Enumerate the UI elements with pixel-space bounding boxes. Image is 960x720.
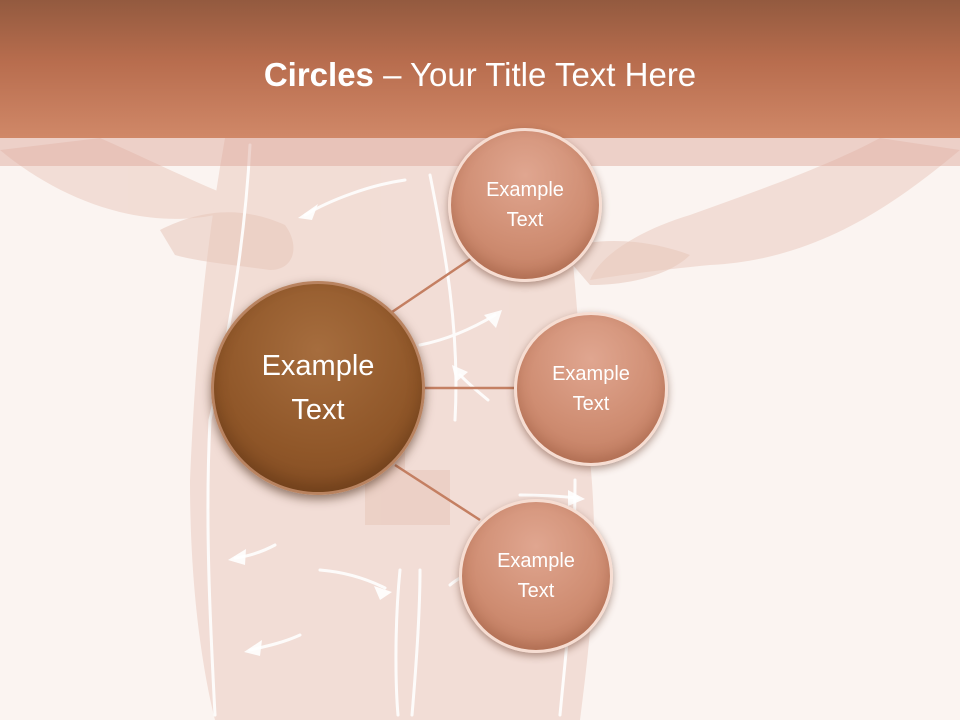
satellite-circle-middle: Example Text	[514, 312, 668, 466]
center-circle: Example Text	[211, 281, 425, 495]
satellite-line-1: Example	[486, 179, 564, 201]
center-circle-line-1: Example	[261, 350, 375, 382]
satellite-line-1: Example	[497, 550, 575, 572]
satellite-circle-text: Example Text	[486, 175, 564, 235]
title-rest: – Your Title Text Here	[373, 56, 697, 93]
center-circle-line-2: Text	[291, 394, 345, 426]
satellite-line-2: Text	[572, 393, 610, 415]
satellite-circle-text: Example Text	[552, 359, 630, 419]
connector-line-bottom	[394, 463, 481, 522]
satellite-line-2: Text	[517, 580, 555, 602]
satellite-circle-bottom: Example Text	[459, 499, 613, 653]
title-bar	[0, 0, 960, 138]
satellite-line-1: Example	[552, 363, 630, 385]
title-bold: Circles	[263, 56, 374, 93]
slide-title: Circles – Your Title Text Here	[0, 52, 960, 98]
satellite-circle-top: Example Text	[448, 128, 602, 282]
connector-line-top	[391, 256, 473, 314]
satellite-circle-text: Example Text	[497, 546, 575, 606]
center-circle-text: Example Text	[262, 344, 375, 432]
satellite-line-2: Text	[506, 209, 544, 231]
